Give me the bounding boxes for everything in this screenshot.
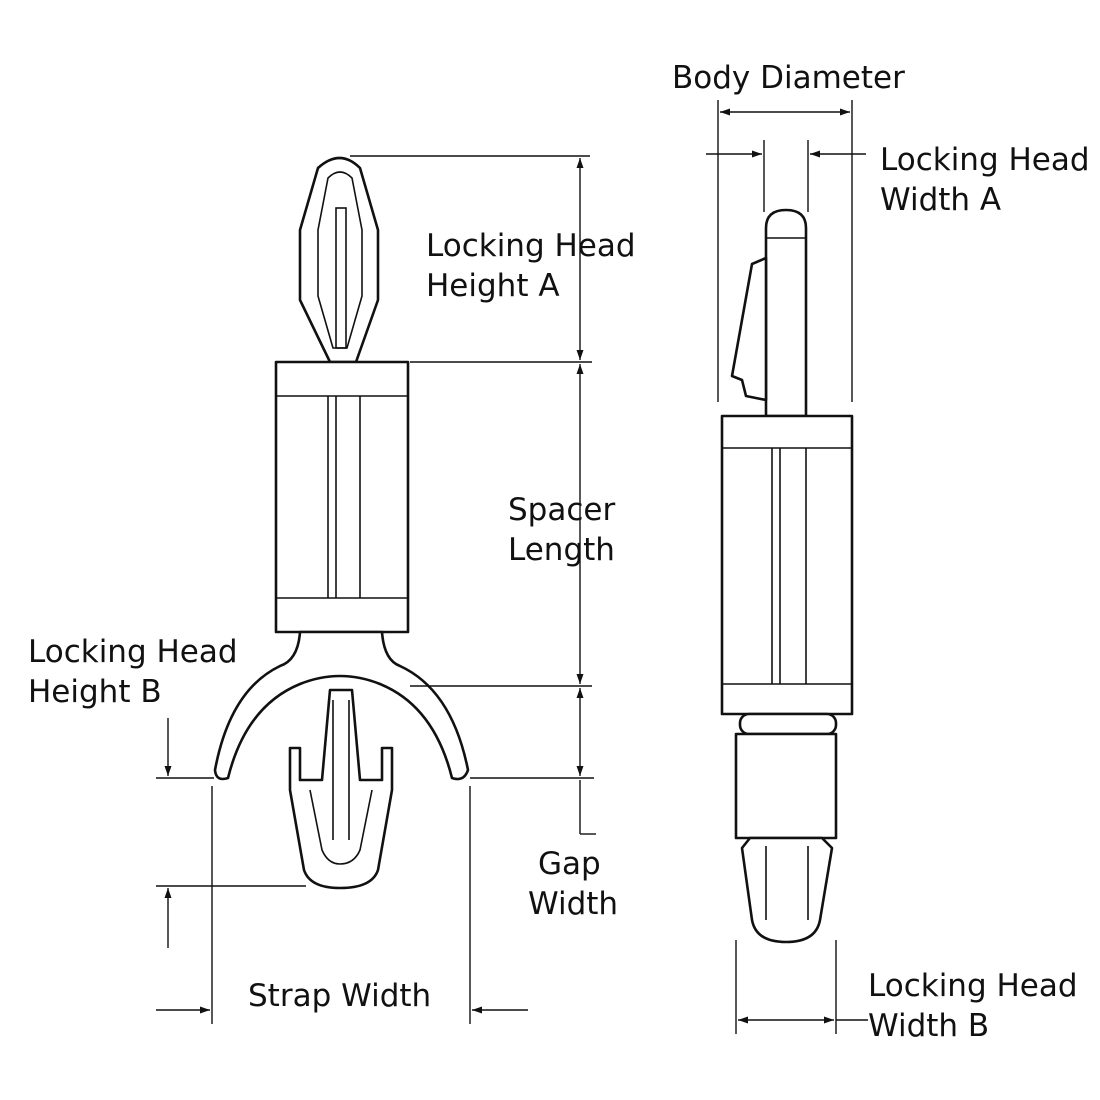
front-view [213, 156, 470, 890]
label-spacer-length-line1: Spacer [508, 492, 615, 528]
side-view [720, 208, 854, 944]
strap-arms [213, 630, 470, 781]
lower-locking-head [288, 688, 394, 890]
label-gap-width-line1: Gap [538, 846, 601, 882]
label-locking-head-width-a-line1: Locking Head [880, 142, 1090, 178]
side-upper-head [764, 208, 808, 418]
label-locking-head-width-b-line1: Locking Head [868, 968, 1078, 1004]
label-locking-head-height-b-line2: Height B [28, 674, 162, 710]
upper-locking-head-slot [335, 207, 347, 349]
label-gap-width-line2: Width [528, 886, 618, 922]
label-locking-head-height-a-line1: Locking Head [426, 228, 636, 264]
label-locking-head-width-b-line2: Width B [868, 1008, 989, 1044]
upper-locking-head-outline [298, 156, 380, 364]
side-lower-head [740, 836, 834, 944]
side-shank [734, 732, 838, 840]
label-locking-head-width-a-line2: Width A [880, 182, 1001, 218]
upper-locking-head-inner [317, 171, 363, 349]
side-ring [738, 712, 838, 736]
label-strap-width: Strap Width [248, 978, 431, 1014]
dimension-lines [156, 100, 868, 1034]
side-upper-barb [730, 256, 768, 402]
side-spacer-body [720, 414, 854, 716]
label-locking-head-height-b-line1: Locking Head [28, 634, 238, 670]
dimension-labels: Body Diameter Locking Head Width A Locki… [28, 60, 1090, 1044]
spacer-body [274, 360, 410, 634]
label-locking-head-height-a-line2: Height A [426, 268, 560, 304]
label-body-diameter: Body Diameter [672, 60, 905, 96]
label-spacer-length-line2: Length [508, 532, 615, 568]
